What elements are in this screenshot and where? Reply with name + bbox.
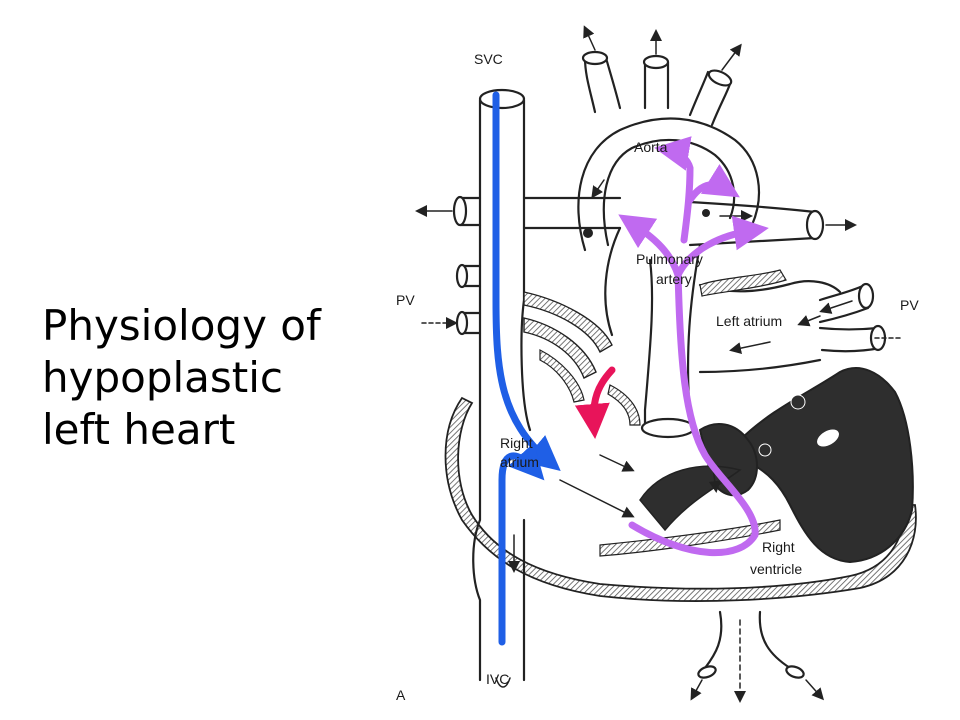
label-pv-left: PV [396, 292, 415, 308]
left-branch-vessels [415, 195, 482, 336]
label-pulmonary-artery-1: Pulmonary [636, 251, 703, 267]
atrial-shunt-arrow [574, 366, 616, 439]
label-right-atrium-2: atrium [500, 454, 539, 470]
left-atrium [698, 269, 901, 374]
systemic-venous-ivc-arrow [498, 442, 545, 646]
overlay-flow [492, 91, 769, 646]
label-aorta: Aorta [634, 139, 668, 155]
label-right-atrium-1: Right [500, 435, 533, 451]
title-line-3: left heart [42, 405, 236, 454]
hypoplastic-left-ventricle [639, 367, 914, 564]
label-panel-a: A [396, 687, 406, 703]
pulmonary-flow-branches [618, 136, 769, 279]
vena-cava [472, 88, 532, 688]
label-pv-right: PV [900, 297, 919, 313]
diagram-labels: SVC IVC Aorta Pulmonary artery Left atri… [396, 51, 919, 703]
label-svc: SVC [474, 51, 503, 67]
slide-title: Physiology of hypoplastic left heart [42, 300, 372, 456]
descending-aorta [690, 610, 824, 703]
label-left-atrium: Left atrium [716, 313, 782, 329]
label-right-ventricle-2: ventricle [750, 561, 802, 577]
title-line-1: Physiology of [42, 301, 321, 350]
label-ivc: IVC [486, 671, 509, 687]
title-line-2: hypoplastic [42, 353, 284, 402]
label-right-ventricle-1: Right [762, 539, 795, 555]
pulmonary-veins-left [523, 291, 641, 426]
label-pulmonary-artery-2: artery [656, 271, 692, 287]
pulmonary-flow-arrow [628, 266, 759, 557]
